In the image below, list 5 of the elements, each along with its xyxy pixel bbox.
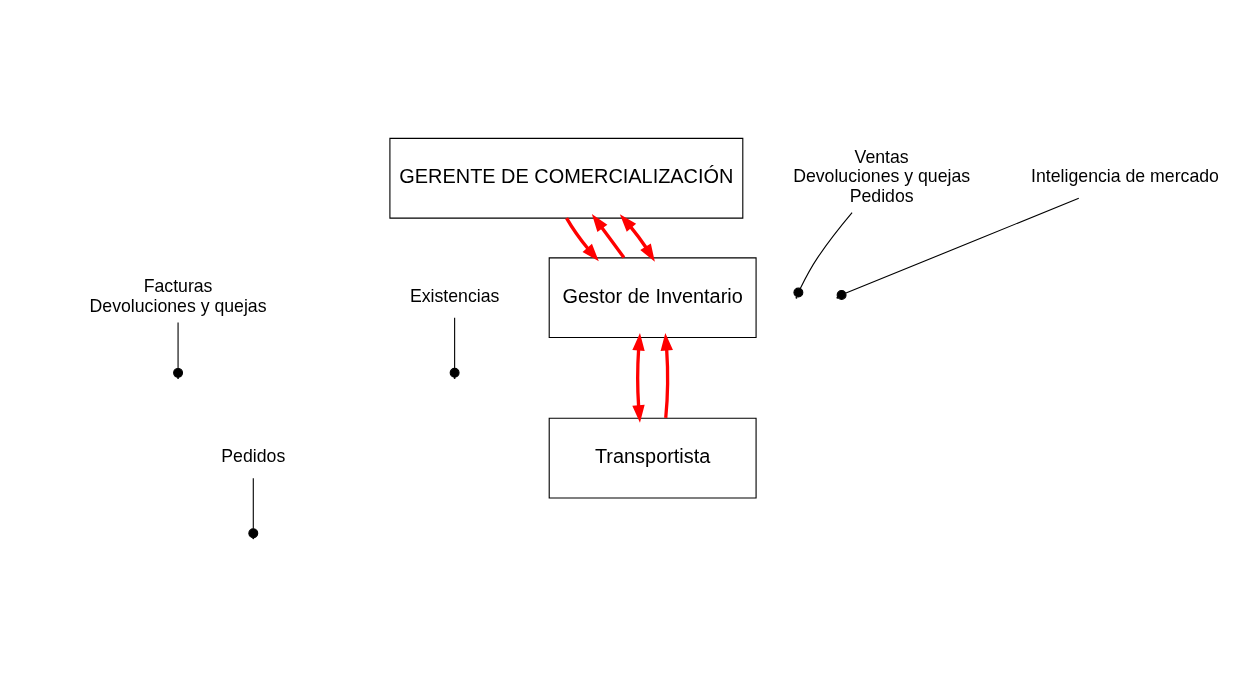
node-text: Inteligencia de mercado [1031,166,1219,187]
node-text: Facturas Devoluciones y quejas [89,275,267,316]
node-text: Pedidos [221,446,286,467]
node-text: Ventas Devoluciones y quejas Pedidos [793,146,971,207]
node-text: Existencias [409,285,500,306]
